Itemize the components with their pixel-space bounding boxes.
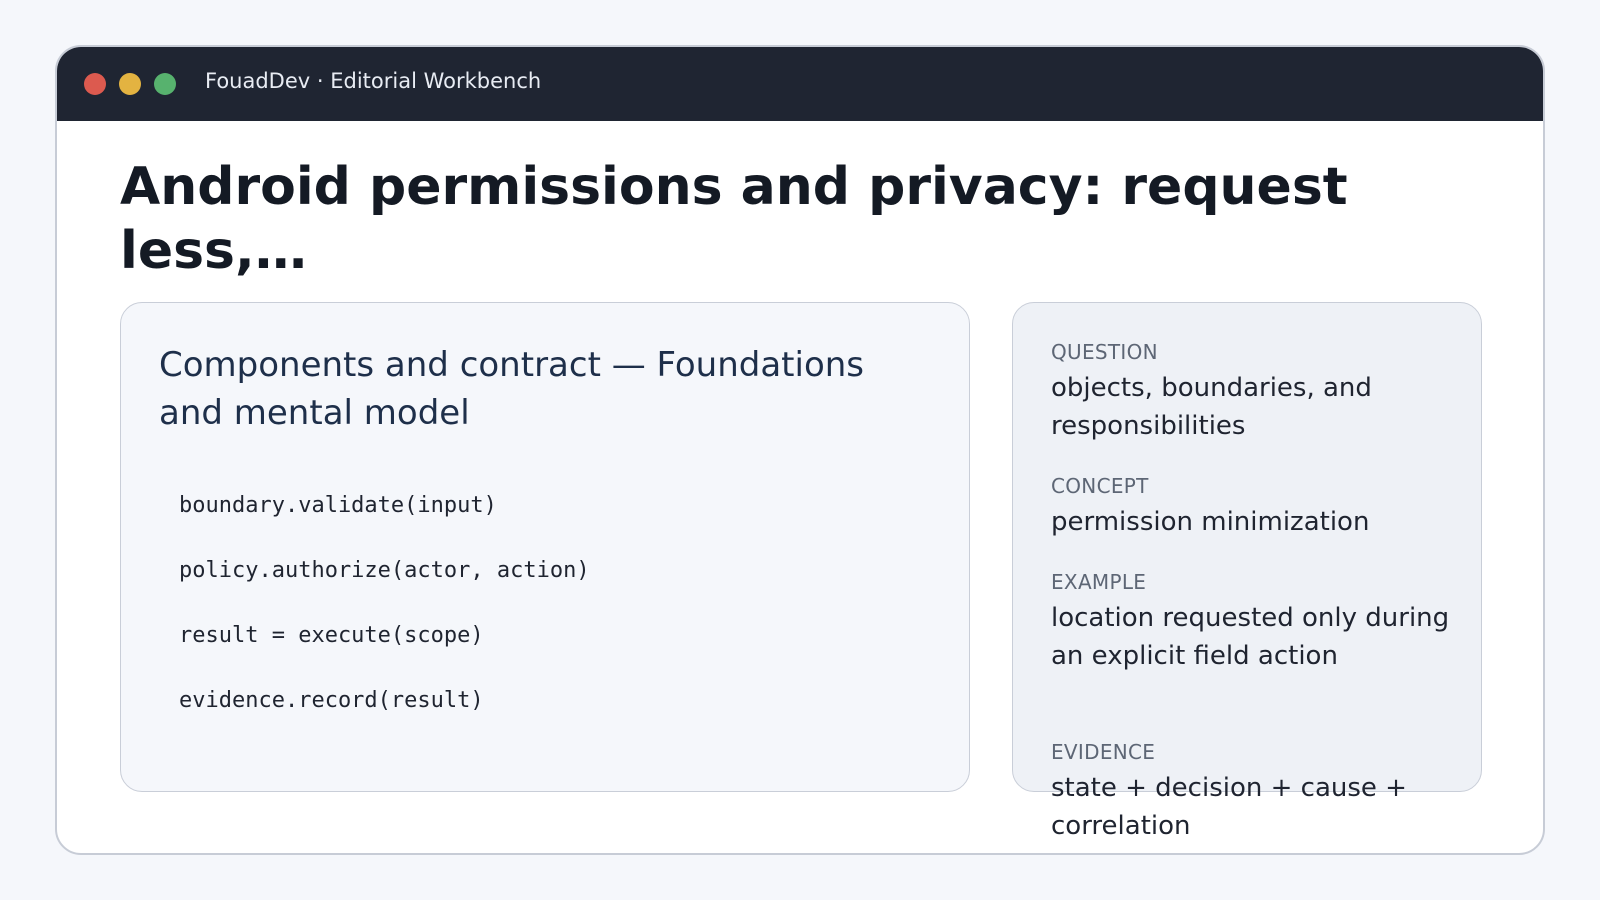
fact-value: objects, boundaries, and responsibilitie… xyxy=(1051,373,1372,441)
fact-label: CONCEPT xyxy=(1051,474,1149,498)
fact-value: permission minimization xyxy=(1051,507,1370,537)
facts-panel: QUESTION objects, boundaries, and respon… xyxy=(1012,302,1482,841)
close-window-button[interactable] xyxy=(84,73,106,95)
fact-question: QUESTION objects, boundaries, and respon… xyxy=(1051,339,1471,445)
section-heading: Components and contract — Foundations an… xyxy=(159,345,865,433)
window-title: FouadDev · Editorial Workbench xyxy=(205,69,542,93)
minimize-window-button[interactable] xyxy=(119,73,141,95)
title-bar: FouadDev · Editorial Workbench xyxy=(57,47,1543,121)
fact-evidence: EVIDENCE state + decision + cause + corr… xyxy=(1051,739,1471,845)
fact-label: QUESTION xyxy=(1051,340,1158,364)
fact-concept: CONCEPT permission minimization xyxy=(1051,473,1471,541)
page-title: Android permissions and privacy: request… xyxy=(120,157,1348,281)
code-block: boundary.validate(input) policy.authoriz… xyxy=(179,493,590,753)
fact-value: state + decision + cause + correlation xyxy=(1051,773,1407,841)
app-window: FouadDev · Editorial Workbench Android p… xyxy=(55,45,1545,855)
content-card: Components and contract — Foundations an… xyxy=(120,302,970,792)
fact-label: EXAMPLE xyxy=(1051,570,1147,594)
code-line: result = execute(scope) xyxy=(179,623,484,648)
fact-value: location requested only during an explic… xyxy=(1051,603,1450,671)
code-line: boundary.validate(input) xyxy=(179,493,497,518)
fact-example: EXAMPLE location requested only during a… xyxy=(1051,569,1471,675)
code-line: policy.authorize(actor, action) xyxy=(179,558,590,583)
maximize-window-button[interactable] xyxy=(154,73,176,95)
fact-label: EVIDENCE xyxy=(1051,740,1156,764)
code-line: evidence.record(result) xyxy=(179,688,484,713)
